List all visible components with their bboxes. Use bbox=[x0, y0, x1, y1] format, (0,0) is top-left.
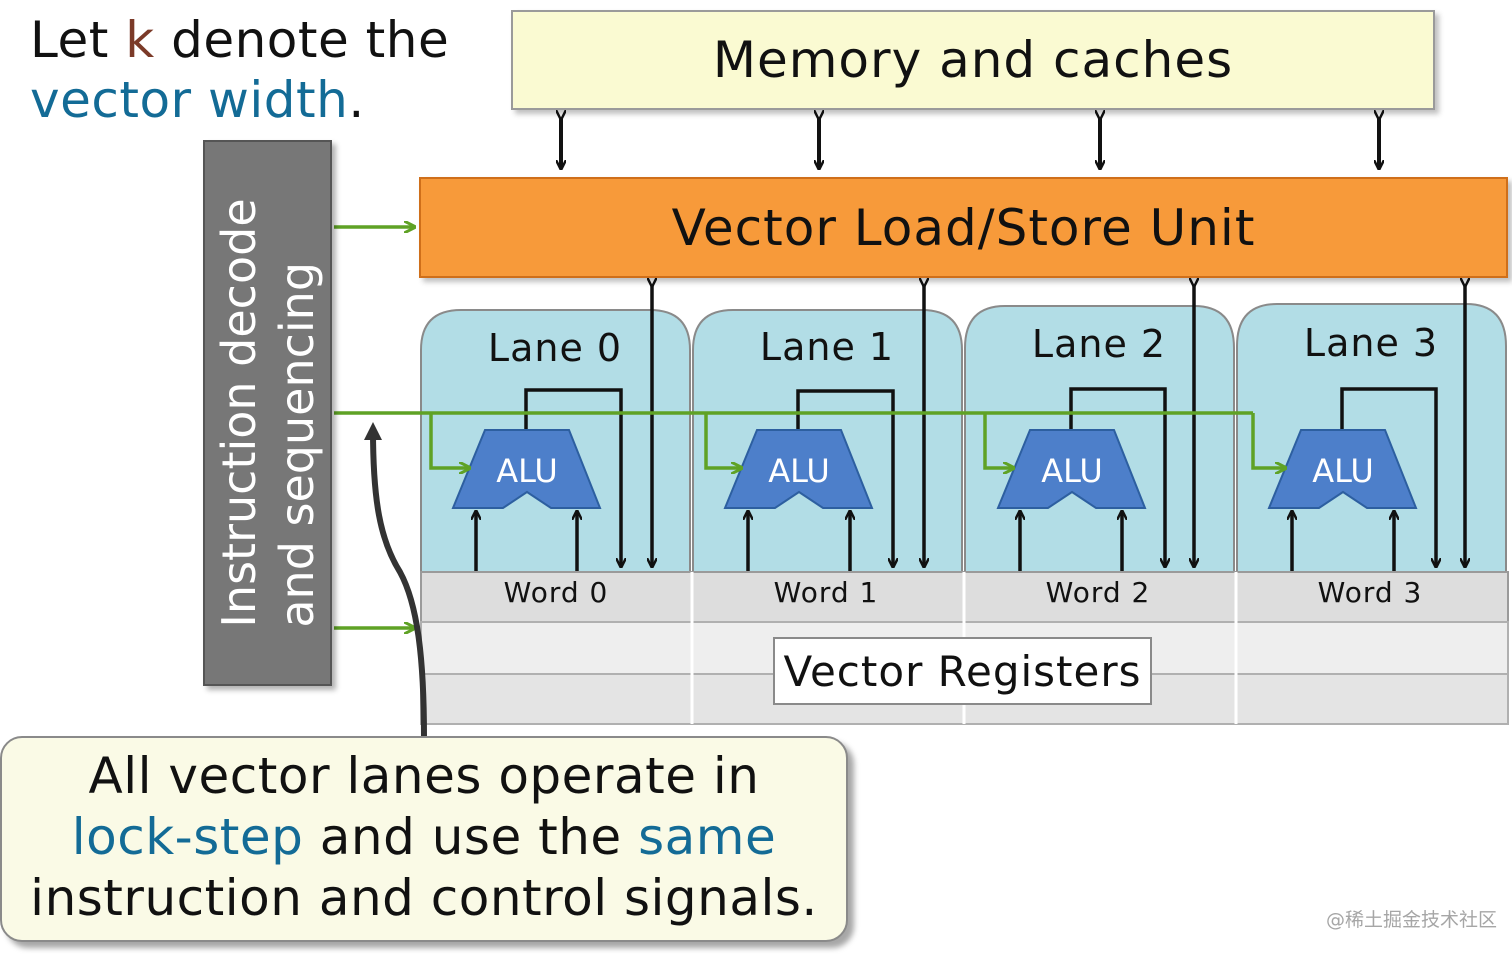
lane-1-label: Lane 1 bbox=[759, 325, 895, 369]
alu-input-arrows bbox=[476, 512, 1394, 571]
word-0-label: Word 0 bbox=[503, 576, 609, 609]
lockstep-callout: All vector lanes operate in lock-step an… bbox=[0, 736, 848, 942]
alu-3-shape bbox=[1267, 429, 1418, 509]
control-signals bbox=[334, 227, 1285, 628]
watermark: @稀土掘金技术社区 bbox=[1326, 909, 1498, 931]
word-1-label: Word 1 bbox=[773, 576, 879, 609]
vector-registers-label: Vector Registers bbox=[783, 646, 1142, 696]
alu-0-label: ALU bbox=[496, 452, 558, 490]
callout-line-3: instruction and control signals. bbox=[30, 869, 818, 927]
word-3-label: Word 3 bbox=[1317, 576, 1423, 609]
alu-0-shape bbox=[451, 429, 602, 509]
vector-load-store-unit-box: Vector Load/Store Unit bbox=[419, 177, 1508, 278]
vector-registers-box: Vector Registers bbox=[773, 637, 1152, 705]
lock-step-term: lock-step bbox=[71, 808, 304, 866]
intro-line-1: Let k denote the bbox=[30, 11, 450, 69]
instruction-decode-label: Instruction decode and sequencing bbox=[211, 198, 324, 628]
callout-line-2: lock-step and use the same bbox=[71, 808, 777, 866]
intro-line-2: vector width. bbox=[30, 71, 365, 129]
lane-3-label: Lane 3 bbox=[1303, 321, 1439, 365]
alu-output-paths bbox=[524, 387, 1436, 566]
instruction-decode-box: Instruction decode and sequencing bbox=[203, 140, 332, 686]
alu-3-label: ALU bbox=[1312, 452, 1374, 490]
alu-1-shape bbox=[723, 429, 874, 509]
alu-2-shape bbox=[996, 429, 1147, 509]
callout-line-1: All vector lanes operate in bbox=[88, 747, 760, 805]
same-term: same bbox=[638, 808, 777, 866]
alu-shapes bbox=[451, 429, 1418, 509]
callout-pointer bbox=[364, 422, 427, 739]
intro-text: Let k denote the vector width. bbox=[30, 10, 500, 130]
alu-2-label: ALU bbox=[1041, 452, 1103, 490]
lane-0-label: Lane 0 bbox=[487, 326, 623, 370]
memory-and-caches-box: Memory and caches bbox=[511, 10, 1435, 110]
alu-1-label: ALU bbox=[768, 452, 830, 490]
lsu-register-arrows bbox=[652, 285, 1465, 566]
word-2-label: Word 2 bbox=[1045, 576, 1151, 609]
memory-label: Memory and caches bbox=[712, 31, 1234, 89]
lsu-label: Vector Load/Store Unit bbox=[671, 198, 1256, 257]
k-variable: k bbox=[125, 11, 155, 69]
memory-lsu-arrows bbox=[561, 118, 1379, 168]
vector-width-term: vector width bbox=[30, 71, 349, 129]
lane-2-label: Lane 2 bbox=[1031, 322, 1167, 366]
